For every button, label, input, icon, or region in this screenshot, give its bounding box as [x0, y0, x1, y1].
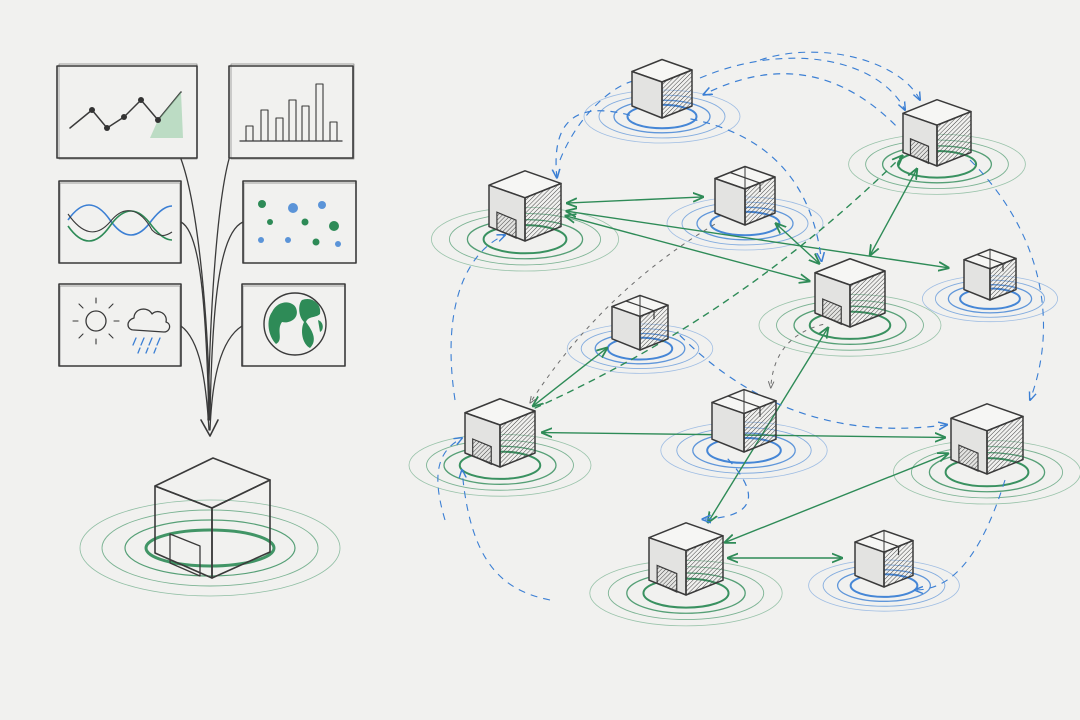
- warehouse-icon: [902, 98, 972, 167]
- orbit-arc-5: [437, 438, 462, 521]
- data-source-panels: [56, 63, 357, 367]
- scatter-plot-panel: [242, 180, 357, 264]
- parcel-icon: [854, 529, 914, 588]
- link-w4-w1: [534, 156, 903, 409]
- warehouse-icon: [950, 403, 1024, 475]
- warehouse-icon: [648, 522, 724, 596]
- orbit-arc-1: [699, 57, 905, 110]
- link-w3-w2: [566, 216, 810, 281]
- link-p1-w3: [776, 223, 819, 263]
- data-flow-lines: [180, 158, 244, 437]
- central-warehouse-rings: [79, 499, 341, 597]
- link-b1-w2: [556, 110, 631, 178]
- wave-chart-panel: [58, 180, 182, 264]
- weather-panel: [58, 283, 182, 367]
- warehouse-icon: [464, 398, 536, 468]
- orbit-arc-4: [450, 235, 505, 401]
- warehouse-icon: [814, 258, 886, 328]
- scatter-plot-icon: [258, 200, 341, 247]
- link-w1-w3: [870, 169, 917, 255]
- line-chart-panel: [56, 63, 198, 160]
- rain-cloud-icon: [127, 308, 171, 354]
- orbit-arc-7: [915, 479, 1006, 590]
- orbit-arc-3: [969, 159, 1045, 400]
- wave-chart-icon: [67, 204, 173, 242]
- parcel-icon: [611, 294, 669, 351]
- warehouse-icon: [154, 457, 271, 579]
- globe-panel: [241, 283, 346, 367]
- orbit-arc-6: [462, 470, 551, 601]
- link-w3-p4: [771, 323, 824, 387]
- link-p2-w4: [533, 348, 607, 406]
- warehouse-icon: [488, 170, 562, 242]
- network-links: [437, 51, 1045, 601]
- parcel-icon: [963, 248, 1017, 301]
- bar-chart-panel: [228, 63, 355, 160]
- line-chart-icon: [69, 91, 183, 138]
- link-p4-w6: [702, 458, 750, 520]
- globe-icon: [263, 292, 327, 356]
- parcel-icon: [711, 388, 777, 453]
- link-w5-w6: [725, 454, 948, 543]
- sun-icon: [72, 297, 120, 345]
- link-p1-w2: [567, 197, 703, 203]
- orbit-arc-8: [759, 51, 920, 100]
- box-icon: [631, 58, 693, 119]
- central-warehouse: [79, 457, 341, 597]
- link-p2-w5: [679, 334, 947, 428]
- parcel-icon: [714, 165, 776, 226]
- link-p1-w4: [530, 223, 716, 403]
- link-b1-w3: [690, 118, 821, 261]
- link-w1-b1: [703, 73, 896, 126]
- bar-chart-icon: [239, 83, 343, 142]
- network-nodes: [464, 58, 1024, 596]
